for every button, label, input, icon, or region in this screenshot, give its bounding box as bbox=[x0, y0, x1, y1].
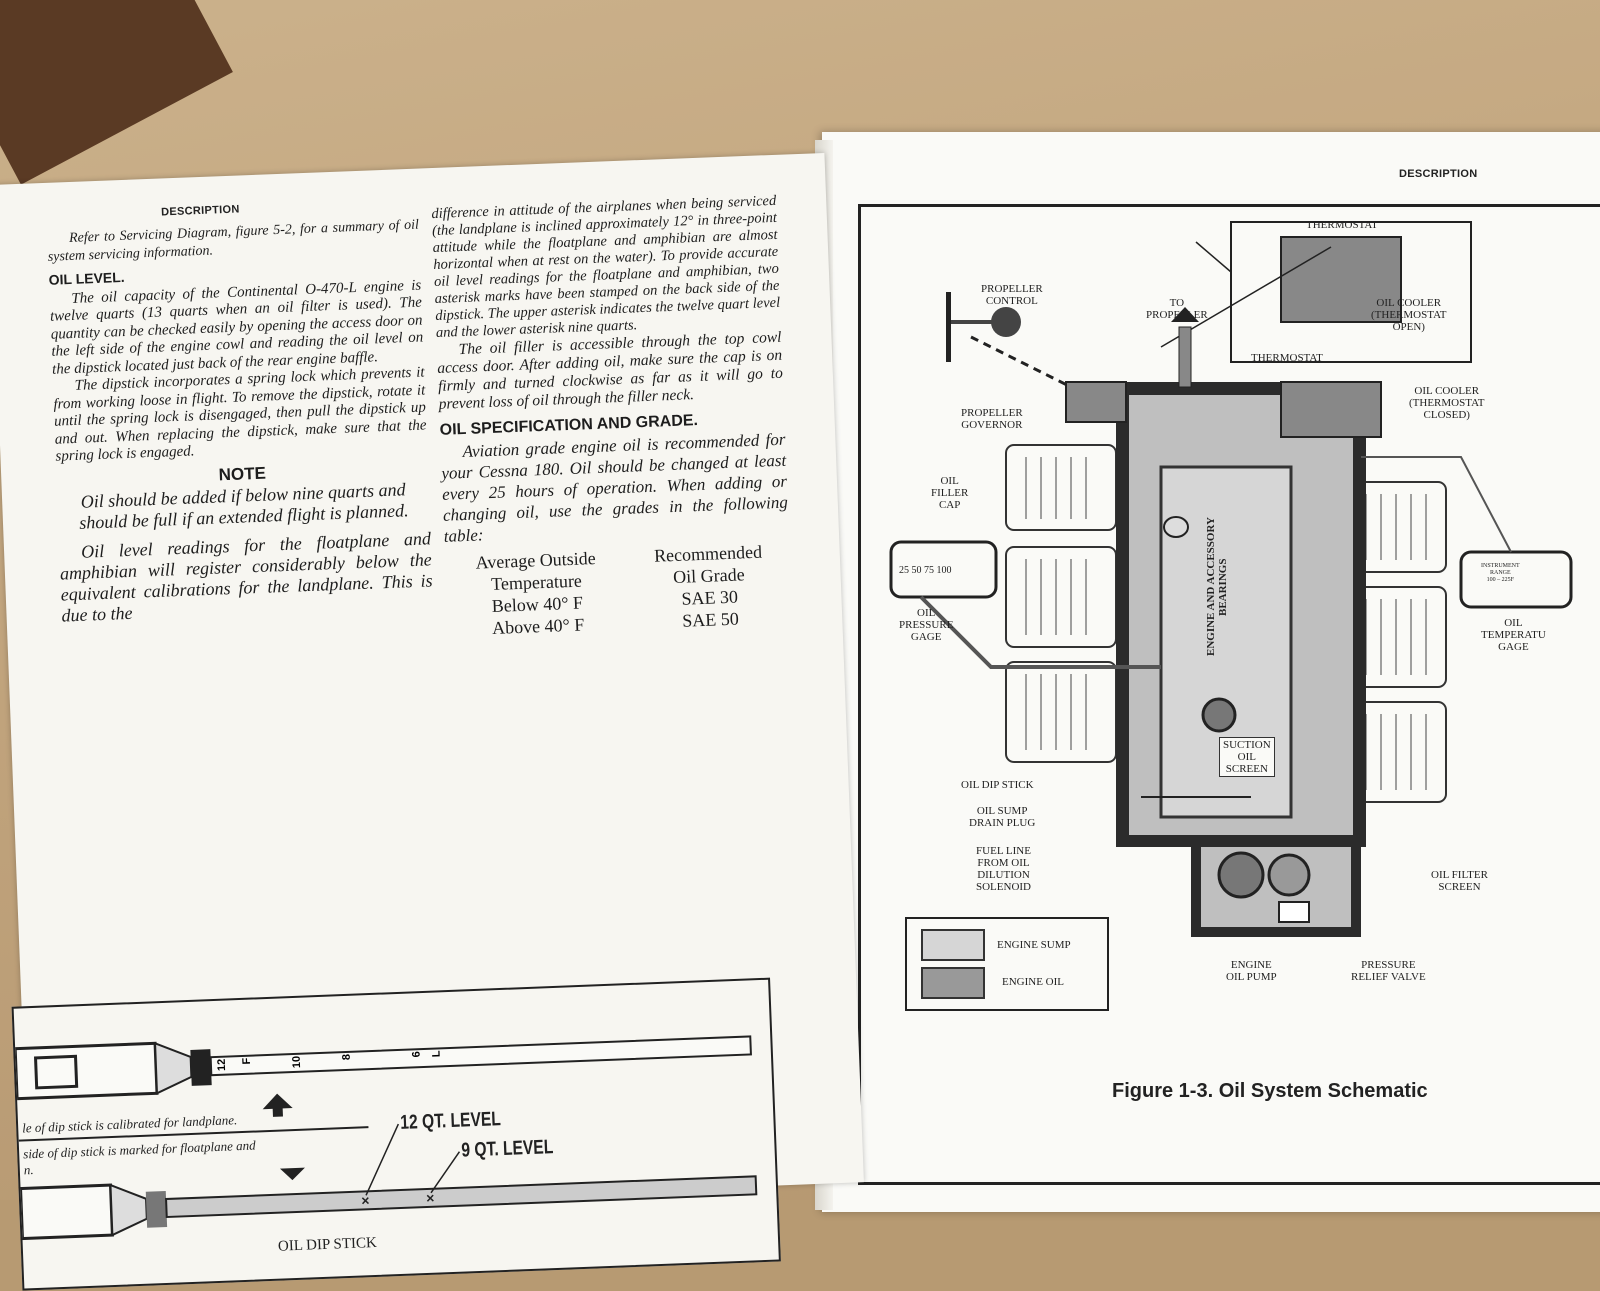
filler-paragraph: The oil filler is accessible through the… bbox=[437, 328, 784, 413]
dipstick-mark-10: 10 bbox=[290, 1055, 304, 1069]
level-12-label: 12 QT. LEVEL bbox=[399, 1108, 502, 1134]
legend-swatch-sump bbox=[921, 929, 985, 961]
svg-text:×: × bbox=[361, 1192, 370, 1208]
legend-label-sump: ENGINE SUMP bbox=[997, 939, 1071, 951]
left-column-1: Refer to Servicing Diagram, figure 5-2, … bbox=[47, 217, 434, 627]
dipstick-figure: × × 12 F 10 8 6 L le of dip stick is cal… bbox=[11, 977, 781, 1291]
legend: ENGINE SUMP ENGINE OIL bbox=[905, 917, 1109, 1011]
label-engine-bearings: ENGINE AND ACCESSORY BEARINGS bbox=[1205, 517, 1229, 657]
label-oil-pressure-gage: OIL PRESSURE GAGE bbox=[899, 607, 954, 643]
spec-paragraph: Aviation grade engine oil is recommended… bbox=[441, 429, 789, 547]
label-oil-filler-cap: OIL FILLER CAP bbox=[931, 475, 969, 511]
dipstick-drawing: × × bbox=[13, 1035, 758, 1241]
dipstick-mark-l: L bbox=[430, 1050, 443, 1058]
level-9-label: 9 QT. LEVEL bbox=[460, 1136, 554, 1162]
figure-caption: Figure 1-3. Oil System Schematic bbox=[1112, 1080, 1428, 1102]
label-suction-oil-screen: SUCTION OIL SCREEN bbox=[1219, 737, 1275, 777]
left-page-header: DESCRIPTION bbox=[160, 203, 240, 219]
label-oil-cooler-open: OIL COOLER (THERMOSTAT OPEN) bbox=[1371, 297, 1447, 333]
legend-label-oil: ENGINE OIL bbox=[1002, 976, 1065, 988]
oil-level-paragraph-3: Oil level readings for the floatplane an… bbox=[59, 528, 433, 626]
oil-level-paragraph-2: The dipstick incorporates a spring lock … bbox=[53, 364, 427, 465]
oil-grade-table: Average Outside Recommended Temperature … bbox=[444, 540, 792, 641]
label-instrument-range: INSTRUMENT RANGE 100 – 225F bbox=[1481, 563, 1520, 583]
right-page: DESCRIPTION bbox=[822, 132, 1600, 1212]
right-page-header: DESCRIPTION bbox=[1399, 168, 1478, 180]
label-oil-cooler-closed: OIL COOLER (THERMOSTAT CLOSED) bbox=[1409, 385, 1485, 421]
label-oil-dip-stick: OIL DIP STICK bbox=[961, 779, 1034, 791]
dipstick-caption-lower-2: n. bbox=[23, 1162, 34, 1178]
oil-level-paragraph-1: The oil capacity of the Continental O-47… bbox=[49, 277, 424, 378]
oil-system-schematic: THERMOSTAT PROPELLER CONTROL TO PROPELLE… bbox=[858, 204, 1600, 1185]
label-fuel-line: FUEL LINE FROM OIL DILUTION SOLENOID bbox=[976, 845, 1031, 893]
dipstick-mark-f: F bbox=[240, 1057, 253, 1065]
pressure-gage-scale: 25 50 75 100 bbox=[899, 565, 952, 576]
label-propeller-governor: PROPELLER GOVERNOR bbox=[961, 407, 1023, 431]
dipstick-mark-12: 12 bbox=[215, 1058, 229, 1072]
label-oil-filter-screen: OIL FILTER SCREEN bbox=[1431, 869, 1488, 893]
schematic-drawing bbox=[889, 221, 1573, 937]
label-thermostat-mid: THERMOSTAT bbox=[1251, 352, 1323, 364]
legend-swatch-oil bbox=[921, 967, 985, 999]
label-oil-sump-drain-plug: OIL SUMP DRAIN PLUG bbox=[969, 805, 1036, 829]
left-column-2: difference in attitude of the airplanes … bbox=[431, 193, 792, 641]
dipstick-mark-6: 6 bbox=[410, 1051, 423, 1058]
label-thermostat-top: THERMOSTAT bbox=[1306, 219, 1378, 231]
label-propeller-control: PROPELLER CONTROL bbox=[981, 283, 1043, 307]
label-oil-temperature-gage: OIL TEMPERATU GAGE bbox=[1481, 617, 1546, 653]
label-engine-oil-pump: ENGINE OIL PUMP bbox=[1226, 959, 1277, 983]
dipstick-mark-8: 8 bbox=[340, 1053, 353, 1061]
label-pressure-relief-valve: PRESSURE RELIEF VALVE bbox=[1351, 959, 1426, 983]
svg-text:×: × bbox=[426, 1190, 435, 1206]
label-to-propeller: TO PROPELLER bbox=[1146, 297, 1208, 321]
left-page: DESCRIPTION Refer to Servicing Diagram, … bbox=[0, 152, 864, 1291]
attitude-paragraph: difference in attitude of the airplanes … bbox=[431, 192, 781, 341]
